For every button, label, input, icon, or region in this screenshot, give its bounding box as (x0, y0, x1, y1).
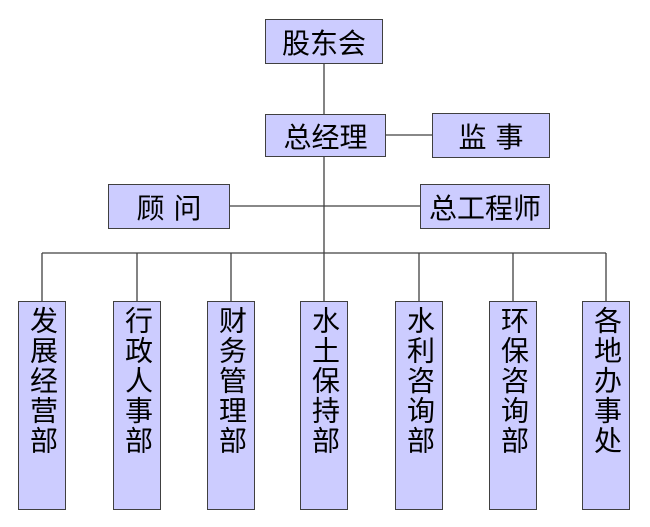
department-label: 行政人事部 (121, 306, 154, 456)
shareholders-box: 股东会 (265, 19, 383, 64)
chief-engineer-box: 总工程师 (420, 184, 550, 229)
department-label: 水土保持部 (308, 306, 341, 456)
department-label: 水利咨询部 (403, 306, 436, 456)
department-label: 环保咨询部 (497, 306, 530, 456)
department-box: 发展经营部 (18, 301, 66, 510)
department-box: 水土保持部 (300, 301, 348, 510)
chief-engineer-label: 总工程师 (428, 191, 541, 225)
supervisor-label: 监 事 (458, 120, 524, 154)
department-box: 环保咨询部 (489, 301, 537, 510)
advisor-box: 顾 问 (108, 184, 230, 229)
department-box: 各地办事处 (582, 301, 630, 510)
department-label: 财务管理部 (215, 306, 248, 456)
shareholders-label: 股东会 (281, 26, 366, 60)
department-label: 各地办事处 (590, 306, 623, 456)
general-manager-label: 总经理 (283, 120, 368, 154)
department-label: 发展经营部 (26, 306, 59, 456)
department-box: 财务管理部 (207, 301, 255, 510)
advisor-label: 顾 问 (136, 191, 202, 225)
department-box: 水利咨询部 (395, 301, 443, 510)
supervisor-box: 监 事 (432, 113, 550, 158)
department-box: 行政人事部 (113, 301, 161, 510)
general-manager-box: 总经理 (265, 114, 386, 157)
